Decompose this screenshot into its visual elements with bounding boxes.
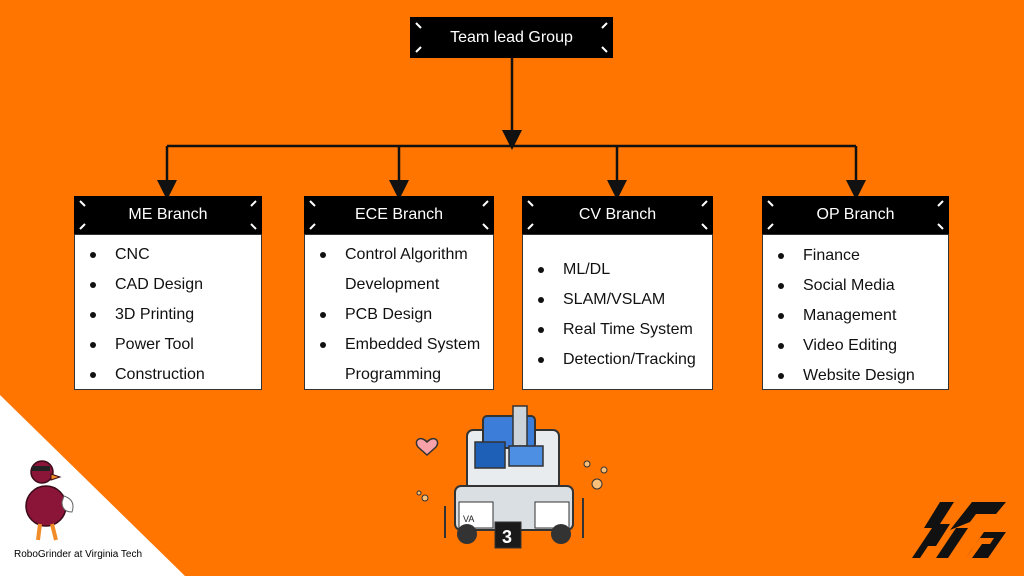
cv-corner-marks xyxy=(527,200,708,230)
robot-plate-text: VA xyxy=(463,514,474,524)
list-item: Construction xyxy=(75,360,261,390)
me-branch-label: ME Branch xyxy=(128,206,208,223)
list-item: Real Time System xyxy=(523,315,712,345)
list-item: SLAM/VSLAM xyxy=(523,285,712,315)
op-branch-label: OP Branch xyxy=(816,206,895,223)
list-item: Embedded System xyxy=(305,330,493,360)
robogrinder-logo-icon xyxy=(912,502,1006,558)
list-item: Detection/Tracking xyxy=(523,345,712,375)
op-corner-marks xyxy=(767,200,944,230)
ece-branch-header: ECE Branch xyxy=(304,196,494,234)
list-item: Control Algorithm xyxy=(305,240,493,270)
list-item: Social Media xyxy=(763,271,948,301)
list-item: Power Tool xyxy=(75,330,261,360)
robot-illustration: VA 3 xyxy=(415,405,608,549)
op-branch-header: OP Branch xyxy=(762,196,949,234)
footer-caption: RoboGrinder at Virginia Tech xyxy=(14,549,143,560)
me-branch-header: ME Branch xyxy=(74,196,262,234)
op-branch-card: Finance Social Media Management Video Ed… xyxy=(762,234,949,390)
list-item: 3D Printing xyxy=(75,300,261,330)
cv-branch-header: CV Branch xyxy=(522,196,713,234)
ece-branch-label: ECE Branch xyxy=(354,206,444,223)
cv-branch-label: CV Branch xyxy=(578,206,657,223)
list-item: CAD Design xyxy=(75,270,261,300)
ece-branch-card: Control Algorithm Development PCB Design… xyxy=(304,234,494,390)
me-branch-card: CNC CAD Design 3D Printing Power Tool Co… xyxy=(74,234,262,390)
list-item: Finance xyxy=(763,241,948,271)
ece-corner-marks xyxy=(309,200,489,230)
list-item: CNC xyxy=(75,240,261,270)
robot-number-badge: 3 xyxy=(502,527,512,547)
list-item: Management xyxy=(763,301,948,331)
root-label: Team lead Group xyxy=(450,28,573,46)
cv-branch-card: ML/DL SLAM/VSLAM Real Time System Detect… xyxy=(522,234,713,390)
list-item: Video Editing xyxy=(763,331,948,361)
list-item-continued: Development xyxy=(345,276,440,293)
me-corner-marks xyxy=(79,200,257,230)
list-item: Website Design xyxy=(763,361,948,391)
list-item: PCB Design xyxy=(305,300,493,330)
list-item: ML/DL xyxy=(523,255,712,285)
root-corner-marks xyxy=(415,22,608,53)
list-item-continued: Programming xyxy=(345,366,442,383)
hokiebird-mascot-icon xyxy=(25,460,74,541)
root-node: Team lead Group xyxy=(410,17,613,58)
